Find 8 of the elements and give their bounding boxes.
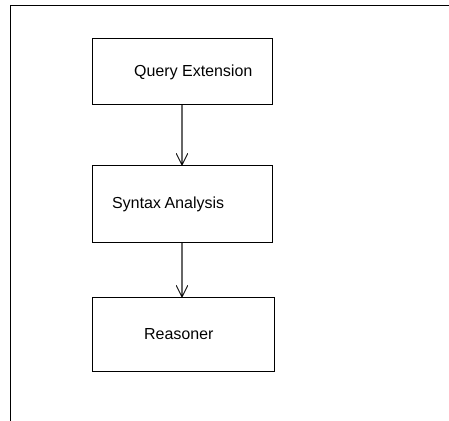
box-label: Syntax Analysis [112, 195, 224, 213]
box-label: Reasoner [144, 326, 214, 344]
arrow [176, 243, 188, 298]
process-box [92, 165, 273, 243]
arrow [176, 105, 188, 166]
process-box [92, 38, 273, 105]
process-box [92, 297, 275, 372]
box-label: Query Extension [134, 62, 252, 80]
